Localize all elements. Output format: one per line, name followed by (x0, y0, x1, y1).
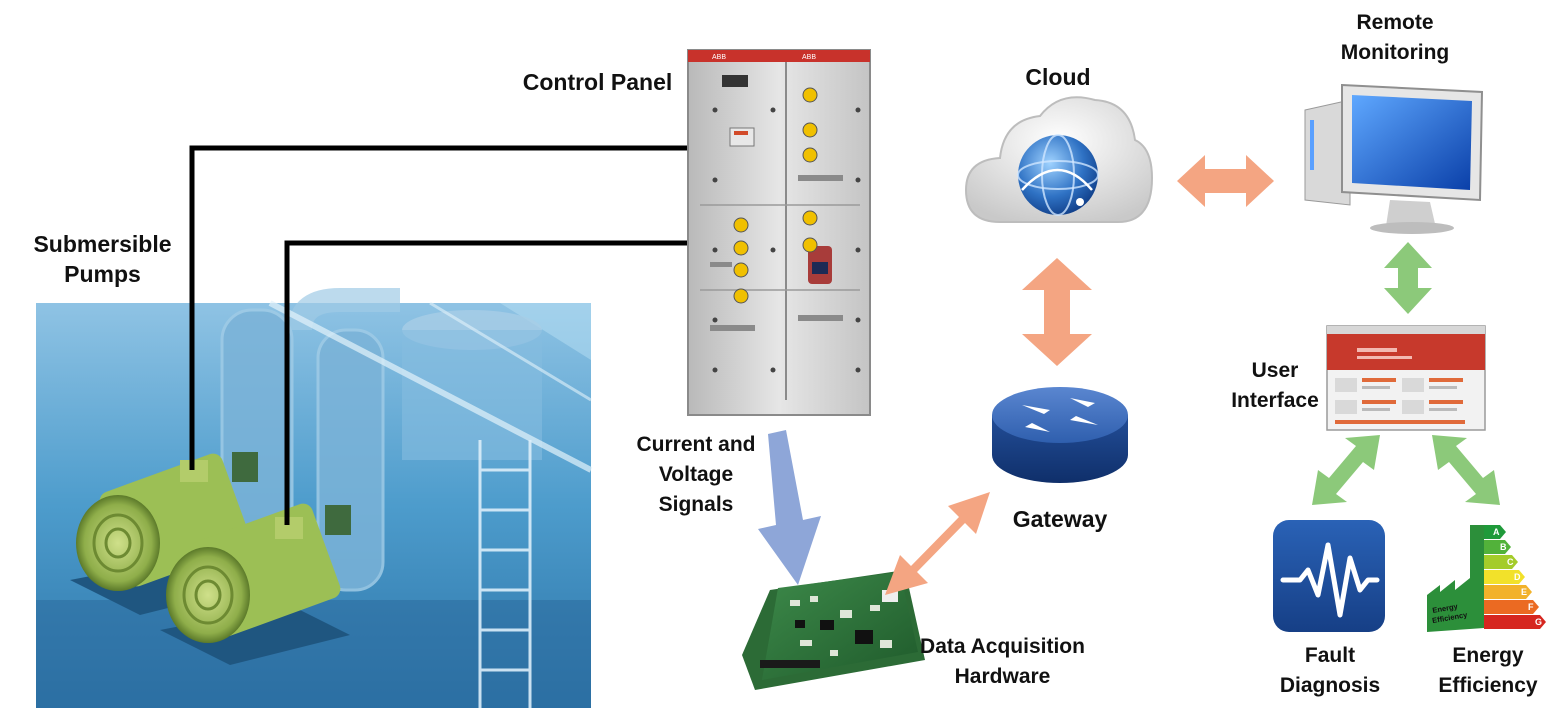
fault-diagnosis-label-line-2: Diagnosis (1279, 674, 1381, 697)
user-interface-label: User Interface (1220, 356, 1330, 416)
panel-brand-left: ABB (712, 54, 726, 61)
control-panel-cabinet: ABB ABB (687, 49, 871, 416)
ui-links (1312, 242, 1500, 505)
ui-fault-arrow (1312, 435, 1380, 505)
gateway-label: Gateway (995, 504, 1125, 534)
remote-monitoring-label: Remote Monitoring (1320, 8, 1470, 68)
remote-monitoring-label-line-2: Monitoring (1340, 41, 1450, 64)
tank-floor (36, 600, 591, 708)
energy-efficiency-label-line-1: Energy (1452, 644, 1524, 667)
monitor-ui-arrow (1384, 242, 1432, 314)
pipe (316, 328, 385, 592)
daq-label-line-1: Data Acquisition (920, 635, 1085, 658)
panel-header-strip (688, 50, 870, 62)
submersible-pumps-label-line-2: Pumps (64, 261, 141, 287)
pump-motor-2 (160, 503, 351, 665)
gateway-daq-arrow (885, 492, 990, 595)
submersible-pumps-label: Submersible Pumps (10, 229, 195, 289)
signal-arrow (758, 430, 821, 585)
panel-brand-right: ABB (802, 54, 816, 61)
control-panel-label: Control Panel (505, 67, 690, 97)
pump-wires (189, 145, 696, 525)
fault-diagnosis-label-line-1: Fault (1304, 644, 1356, 667)
remote-monitoring-label-line-1: Remote (1356, 11, 1434, 34)
data-acquisition-hardware-label: Data Acquisition Hardware (905, 632, 1100, 692)
energy-badge-line-1: Energy (1432, 602, 1459, 615)
daq-label-line-2: Hardware (954, 665, 1051, 688)
user-interface-label-line-1: User (1251, 359, 1299, 382)
signals-label-line-1: Current and (636, 433, 756, 456)
submersible-pumps-label-line-1: Submersible (33, 231, 172, 257)
ui-energy-arrow (1432, 435, 1500, 505)
current-voltage-signals-label: Current and Voltage Signals (616, 430, 776, 520)
cloud-links (885, 155, 1274, 595)
energy-label-icon: A B C D E F G Energy Efficiency (1427, 525, 1546, 632)
control-panel-label-text: Control Panel (522, 69, 673, 95)
cloud-monitor-arrow (1177, 155, 1274, 207)
cloud-label-text: Cloud (1025, 64, 1091, 90)
pump-tank-scene (36, 288, 593, 708)
fault-diagnosis-label: Fault Diagnosis (1265, 641, 1395, 701)
user-interface-label-line-2: Interface (1231, 389, 1319, 412)
energy-efficiency-label: Energy Efficiency (1418, 641, 1558, 701)
energy-rating-f: F (1528, 602, 1534, 612)
energy-rating-a: A (1493, 527, 1500, 537)
energy-rating-g: G (1535, 617, 1542, 627)
ladder (478, 440, 532, 708)
signals-label-line-3: Signals (658, 493, 734, 516)
energy-rating-c: C (1507, 557, 1514, 567)
cloud-label: Cloud (998, 62, 1118, 92)
router-icon (992, 387, 1128, 483)
cloud-globe-icon (964, 96, 1154, 223)
energy-efficiency-label-line-2: Efficiency (1438, 674, 1538, 697)
energy-rating-e: E (1521, 587, 1527, 597)
cloud-gateway-arrow (1022, 258, 1092, 366)
energy-rating-b: B (1500, 542, 1507, 552)
gateway-label-text: Gateway (1012, 506, 1108, 532)
web-dashboard-icon (1326, 325, 1486, 431)
signals-label-line-2: Voltage (658, 463, 734, 486)
desktop-computer-icon (1304, 83, 1484, 234)
energy-rating-d: D (1514, 572, 1521, 582)
waveform-icon (1273, 520, 1385, 632)
pcb-board (742, 570, 925, 690)
